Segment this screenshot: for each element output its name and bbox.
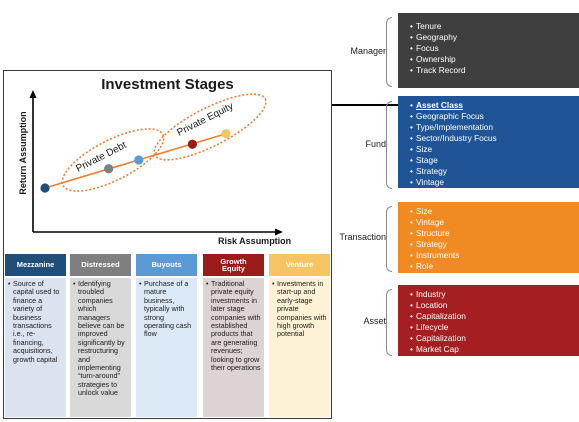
criteria-item: •Asset Class [410, 100, 464, 110]
bracket-manager [386, 17, 392, 87]
criteria-item: •Size [410, 206, 433, 216]
criteria-item: •Strategy [410, 239, 447, 249]
stage-description-distressed: Identifying troubled companies which man… [78, 279, 125, 398]
criteria-item: •Sector/Industry Focus [410, 133, 497, 143]
criteria-item: •Geography [410, 32, 458, 42]
criteria-item: •Capitalization [410, 311, 466, 321]
stage-description-buyouts: Purchase of a mature business, typically… [144, 279, 192, 339]
private-debt-ellipse [61, 128, 165, 192]
mezzanine-point [40, 183, 50, 193]
criteria-box-manager: •Tenure •Geography •Focus •Ownership •Tr… [398, 13, 579, 88]
criteria-item: •Structure [410, 228, 450, 238]
criteria-item: •Capitalization [410, 333, 466, 343]
criteria-item: •Tenure [410, 21, 442, 31]
criteria-item: •Role [410, 261, 434, 271]
stage-column-mezzanine: Mezzanine •Source of capital used to fin… [5, 254, 66, 417]
criteria-item: •Size [410, 144, 433, 154]
criteria-item: •Ownership [410, 54, 456, 64]
bracket-asset [386, 289, 392, 356]
criteria-box-transaction: •Size •Vintage •Structure •Strategy •Ins… [398, 202, 579, 273]
criteria-item: •Industry [410, 289, 446, 299]
panel-title: Investment Stages [101, 76, 234, 93]
stage-body-buyouts: •Purchase of a mature business, typicall… [136, 278, 197, 417]
stage-header-mezzanine: Mezzanine [5, 254, 66, 276]
stage-points [40, 129, 231, 193]
stage-description-growth-equity: Traditional private equity investments i… [211, 279, 261, 373]
criteria-item: •Track Record [410, 65, 466, 75]
distressed-point [104, 164, 114, 174]
stage-header-distressed: Distressed [70, 254, 131, 276]
criteria-item: •Instruments [410, 250, 460, 260]
criteria-item: •Vintage [410, 177, 444, 187]
stage-column-growth-equity: Growth Equity •Traditional private equit… [203, 254, 264, 417]
x-axis-label: Risk Assumption [218, 236, 292, 246]
criteria-item: •Lifecycle [410, 322, 449, 332]
stage-header-growth-equity: Growth Equity [203, 254, 264, 276]
stage-body-distressed: •Identifying troubled companies which ma… [70, 278, 131, 417]
stage-body-venture: •Investments in start-up and early-stage… [269, 278, 330, 417]
stage-description-mezzanine: Source of capital used to finance a vari… [13, 279, 60, 364]
criteria-label-asset: Asset [363, 316, 386, 326]
growth-equity-point [187, 139, 197, 149]
stage-description-venture: Investments in start-up and early-stage … [277, 279, 327, 339]
private-equity-ellipse [153, 93, 267, 161]
stage-header-buyouts: Buyouts [136, 254, 197, 276]
y-axis-label: Return Assumption [18, 111, 28, 195]
x-axis-arrowhead [275, 228, 283, 236]
stage-header-venture: Venture [269, 254, 330, 276]
highlighted-item-asset-class: Asset Class [416, 100, 464, 110]
criteria-label-fund: Fund [365, 139, 386, 149]
stage-body-growth-equity: •Traditional private equity investments … [203, 278, 264, 417]
criteria-item: •Geographic Focus [410, 111, 484, 121]
criteria-label-manager: Manager [350, 46, 386, 56]
stage-column-venture: Venture •Investments in start-up and ear… [269, 254, 330, 417]
bracket-transaction [386, 206, 392, 272]
criteria-label-transaction: Transaction [339, 232, 386, 242]
criteria-item: •Vintage [410, 217, 444, 227]
criteria-item: •Type/Implementation [410, 122, 494, 132]
buyouts-point [134, 155, 144, 165]
criteria-item: •Strategy [410, 166, 447, 176]
criteria-item: •Market Cap [410, 344, 459, 354]
private-debt-label: Private Debt [74, 140, 128, 175]
criteria-box-fund: •Asset Class •Geographic Focus •Type/Imp… [398, 96, 579, 188]
venture-point [221, 129, 231, 139]
stage-body-mezzanine: •Source of capital used to finance a var… [5, 278, 66, 417]
investment-stages-panel [3, 70, 332, 419]
bracket-fund [386, 101, 392, 189]
y-axis-arrowhead [29, 90, 37, 98]
criteria-box-asset: •Industry •Location •Capitalization •Lif… [398, 285, 579, 356]
criteria-item: •Location [410, 300, 448, 310]
stage-column-buyouts: Buyouts •Purchase of a mature business, … [136, 254, 197, 417]
criteria-item: •Focus [410, 43, 439, 53]
stage-column-distressed: Distressed •Identifying troubled compani… [70, 254, 131, 417]
criteria-item: •Stage [410, 155, 438, 165]
